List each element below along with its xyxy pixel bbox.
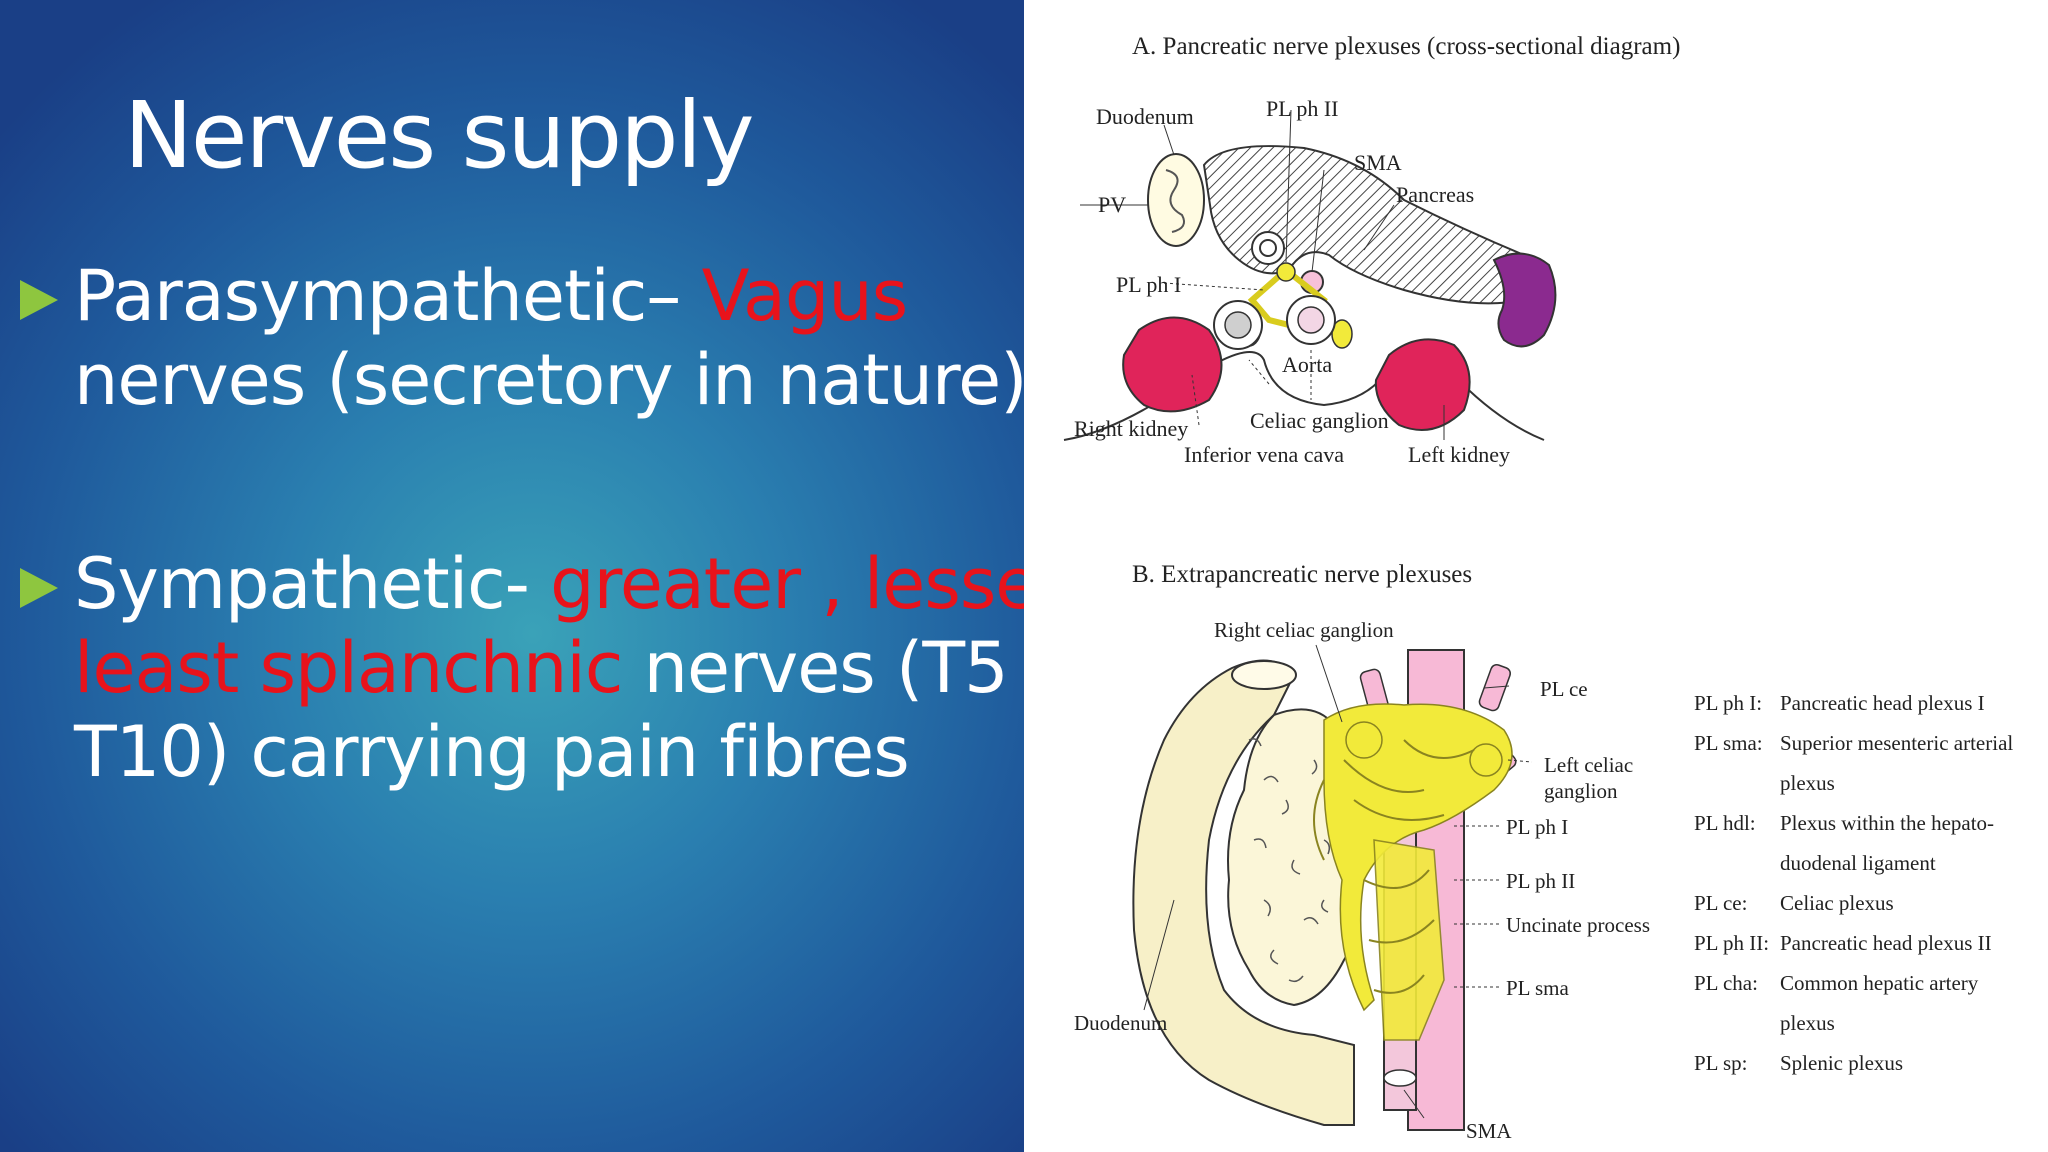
legend-abbr: PL sma: bbox=[1694, 731, 1763, 755]
legend-abbr: PL ph I: bbox=[1694, 691, 1762, 715]
ivc-lumen bbox=[1224, 311, 1252, 339]
legend-desc: Splenic plexus bbox=[1780, 1051, 1903, 1075]
text-panel: Nerves supply Parasympathetic– Vagus ner… bbox=[0, 0, 1024, 1152]
legend-desc: Superior mesenteric arterial bbox=[1780, 731, 2013, 755]
legend-desc: plexus bbox=[1780, 1011, 1835, 1035]
figure-a-title: A. Pancreatic nerve plexuses (cross-sect… bbox=[1132, 33, 1680, 60]
label-sma-b: SMA bbox=[1466, 1119, 1512, 1143]
duodenum-b bbox=[1132, 659, 1355, 1126]
bullet-arrow-icon bbox=[20, 280, 58, 320]
label-pl-ph2: PL ph II bbox=[1266, 96, 1339, 121]
splenic-artery bbox=[1478, 664, 1512, 712]
duodenum-a bbox=[1147, 153, 1205, 247]
legend-desc: Pancreatic head plexus II bbox=[1780, 931, 1992, 955]
label-pl-sma: PL sma bbox=[1506, 976, 1569, 1000]
bullet-text-line: T10) carrying pain fibres bbox=[74, 711, 910, 793]
bullet-text: Parasympathetic– bbox=[74, 255, 702, 337]
duodenum-opening bbox=[1231, 660, 1297, 690]
label-pl-ce: PL ce bbox=[1540, 677, 1588, 701]
legend-abbr: PL ph II: bbox=[1694, 931, 1769, 955]
leader-lines-b bbox=[1143, 644, 1533, 1119]
label-inferior-vena-cava: Inferior vena cava bbox=[1184, 442, 1344, 467]
slide-title: Nerves supply bbox=[124, 82, 755, 189]
right-kidney bbox=[1122, 316, 1223, 413]
label-right-celiac-ganglion: Right celiac ganglion bbox=[1214, 618, 1394, 642]
legend-abbr: PL hdl: bbox=[1694, 811, 1756, 835]
label-pl-ph2-b: PL ph II bbox=[1506, 869, 1575, 893]
legend-desc: Celiac plexus bbox=[1780, 891, 1894, 915]
aorta-lumen bbox=[1297, 306, 1325, 334]
celiac-ganglion-left bbox=[1331, 319, 1353, 349]
legend-desc: Pancreatic head plexus I bbox=[1780, 691, 1985, 715]
bullet-arrow-icon bbox=[20, 568, 58, 608]
legend-abbr: PL ce: bbox=[1694, 891, 1747, 915]
legend-desc: plexus bbox=[1780, 771, 1835, 795]
label-sma: SMA bbox=[1354, 150, 1402, 175]
highlight-text: Vagus bbox=[701, 255, 909, 337]
label-duodenum-b: Duodenum bbox=[1074, 1011, 1167, 1035]
leader-lines-a bbox=[1080, 109, 1445, 440]
bullet-parasympathetic: Parasympathetic– Vagus bbox=[74, 254, 909, 338]
nerve-plexus-b bbox=[1323, 703, 1513, 1041]
bullet-text: nerves (T5 TO bbox=[643, 627, 1024, 709]
legend-desc: Plexus within the hepato- bbox=[1780, 811, 1994, 835]
label-celiac-ganglion: Celiac ganglion bbox=[1250, 408, 1389, 433]
label-aorta: Aorta bbox=[1282, 352, 1332, 377]
figure-panel: A. Pancreatic nerve plexuses (cross-sect… bbox=[1024, 0, 2048, 1152]
label-pl-ph1: PL ph I bbox=[1116, 272, 1181, 297]
label-uncinate-process: Uncinate process bbox=[1506, 913, 1650, 937]
bullet-text-line: least splanchnic nerves (T5 TO bbox=[74, 626, 1024, 710]
legend-abbr: PL cha: bbox=[1694, 971, 1758, 995]
bullet-text-line: nerves (secretory in nature) bbox=[74, 339, 1024, 421]
abbreviation-legend: PL ph I: Pancreatic head plexus I PL sma… bbox=[1694, 691, 2013, 1075]
legend-abbr: PL sp: bbox=[1694, 1051, 1747, 1075]
nerve-fibers bbox=[1313, 739, 1475, 994]
ganglion-node bbox=[1276, 262, 1296, 282]
portal-vein bbox=[1251, 231, 1285, 265]
label-pancreas: Pancreas bbox=[1396, 182, 1474, 207]
label-duodenum: Duodenum bbox=[1096, 104, 1194, 129]
figure-b-title: B. Extrapancreatic nerve plexuses bbox=[1132, 561, 1472, 588]
bullet-sympathetic: Sympathetic- greater , lesser& bbox=[74, 542, 1024, 626]
portal-vein-lumen bbox=[1259, 239, 1277, 257]
label-pl-ph1-b: PL ph I bbox=[1506, 815, 1568, 839]
label-left-celiac-1: Left celiac bbox=[1544, 753, 1633, 777]
lobulation-marks bbox=[1248, 738, 1331, 983]
legend-desc: Common hepatic artery bbox=[1780, 971, 1979, 995]
pancreas-nerve-diagram: A. Pancreatic nerve plexuses (cross-sect… bbox=[1063, 33, 2013, 1143]
label-pv: PV bbox=[1098, 192, 1126, 217]
label-right-kidney: Right kidney bbox=[1074, 416, 1188, 441]
legend-desc: duodenal ligament bbox=[1780, 851, 1936, 875]
spleen bbox=[1492, 252, 1557, 348]
sma-lumen bbox=[1383, 1069, 1417, 1087]
highlight-text: least splanchnic bbox=[74, 627, 623, 709]
highlight-text: greater , lesser& bbox=[550, 543, 1024, 625]
left-kidney bbox=[1374, 338, 1471, 431]
bullet-text: Sympathetic- bbox=[74, 543, 551, 625]
label-left-kidney: Left kidney bbox=[1408, 442, 1510, 467]
label-left-celiac-2: ganglion bbox=[1544, 779, 1618, 803]
duodenum-lumen bbox=[1165, 169, 1185, 233]
